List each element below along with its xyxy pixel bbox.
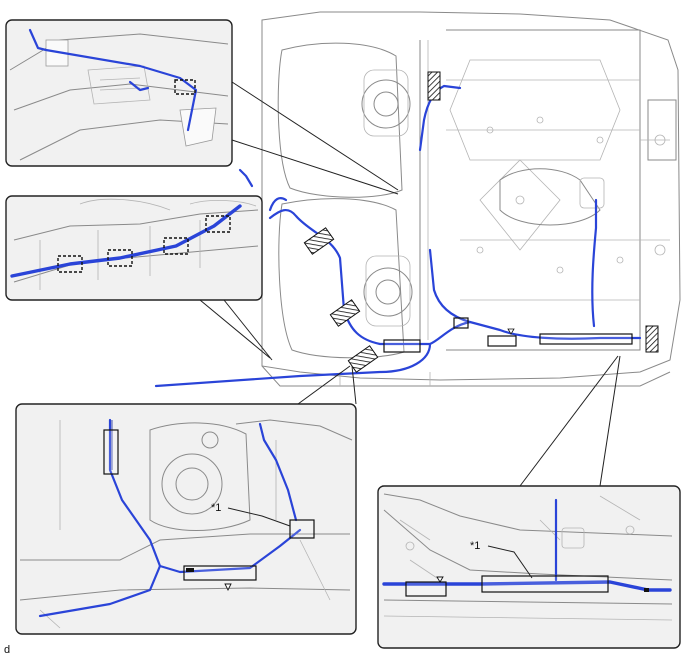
inset-view-bottom-left	[15, 403, 357, 635]
hatched-tape-marks	[303, 71, 659, 373]
callout-label-right: *1	[470, 540, 481, 552]
protectors-main	[383, 317, 633, 353]
harness-main-routing	[154, 84, 642, 388]
inset-leader-lines	[199, 81, 621, 487]
vehicle-floor-main-view	[261, 11, 681, 387]
callout-label-left: *1	[211, 502, 222, 514]
inset-view-bottom-right	[377, 485, 681, 649]
triangle-markers-main	[507, 328, 515, 335]
inset-view-upper-left	[5, 19, 233, 167]
inset-view-middle-left	[5, 195, 263, 301]
figure-corner-code: d	[4, 644, 11, 656]
